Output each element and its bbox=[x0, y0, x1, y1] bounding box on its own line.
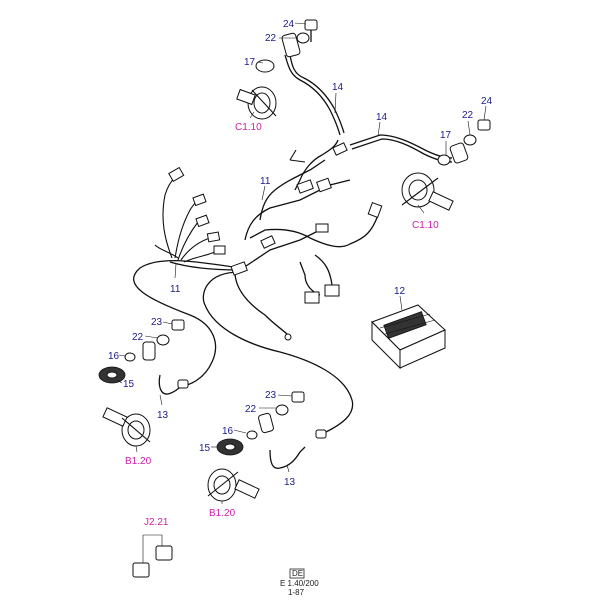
label-b120-left: B1.20 bbox=[125, 456, 152, 467]
relay-parts bbox=[132, 534, 173, 578]
label-23-low: 23 bbox=[265, 390, 277, 401]
label-b120-low: B1.20 bbox=[209, 508, 236, 519]
label-16-low: 16 bbox=[222, 426, 234, 437]
label-24-right: 24 bbox=[481, 96, 493, 107]
cv-joint-top bbox=[236, 86, 277, 120]
label-17-top: 17 bbox=[244, 57, 256, 68]
label-15-low: 15 bbox=[199, 443, 211, 454]
label-24-top: 24 bbox=[283, 19, 295, 30]
label-c110-top: C1.10 bbox=[235, 122, 262, 133]
label-22-left: 22 bbox=[132, 332, 144, 343]
control-module bbox=[371, 304, 446, 370]
main-wiring-harness bbox=[133, 54, 453, 469]
label-16-left: 16 bbox=[108, 351, 120, 362]
label-11-mid: 11 bbox=[260, 176, 271, 187]
cv-joint-left bbox=[102, 407, 151, 447]
label-23-left: 23 bbox=[151, 317, 163, 328]
label-15-left: 15 bbox=[123, 379, 135, 390]
label-j221: J2.21 bbox=[144, 517, 169, 528]
label-c110-right: C1.10 bbox=[412, 220, 439, 231]
leader-lines bbox=[116, 22, 487, 504]
label-11-left: 11 bbox=[170, 284, 181, 295]
footer-line1: E 1.40/200 bbox=[280, 579, 319, 588]
footer-reference: DE E 1.40/200 1-87 bbox=[280, 568, 319, 597]
cv-joint-lower bbox=[207, 468, 260, 502]
label-22-top: 22 bbox=[265, 33, 277, 44]
label-22-right: 22 bbox=[462, 110, 474, 121]
label-13-low: 13 bbox=[284, 477, 296, 488]
top-sensor-assembly bbox=[255, 19, 318, 73]
label-14-top: 14 bbox=[332, 82, 344, 93]
label-14-mid: 14 bbox=[376, 112, 388, 123]
label-12: 12 bbox=[394, 286, 406, 297]
harness-connectors bbox=[168, 142, 383, 341]
label-22-low: 22 bbox=[245, 404, 257, 415]
part-labels: 24 22 17 14 C1.10 14 24 22 17 C1.10 11 1… bbox=[108, 19, 493, 528]
footer-badge: DE bbox=[292, 569, 303, 578]
label-13-left: 13 bbox=[157, 410, 169, 421]
left-sensor-assembly bbox=[98, 319, 189, 389]
label-17-right: 17 bbox=[440, 130, 452, 141]
cv-joint-right bbox=[401, 172, 454, 211]
footer-line2: 1-87 bbox=[288, 588, 305, 597]
lower-sensor-assembly bbox=[216, 391, 327, 456]
right-sensor-assembly bbox=[437, 119, 491, 166]
